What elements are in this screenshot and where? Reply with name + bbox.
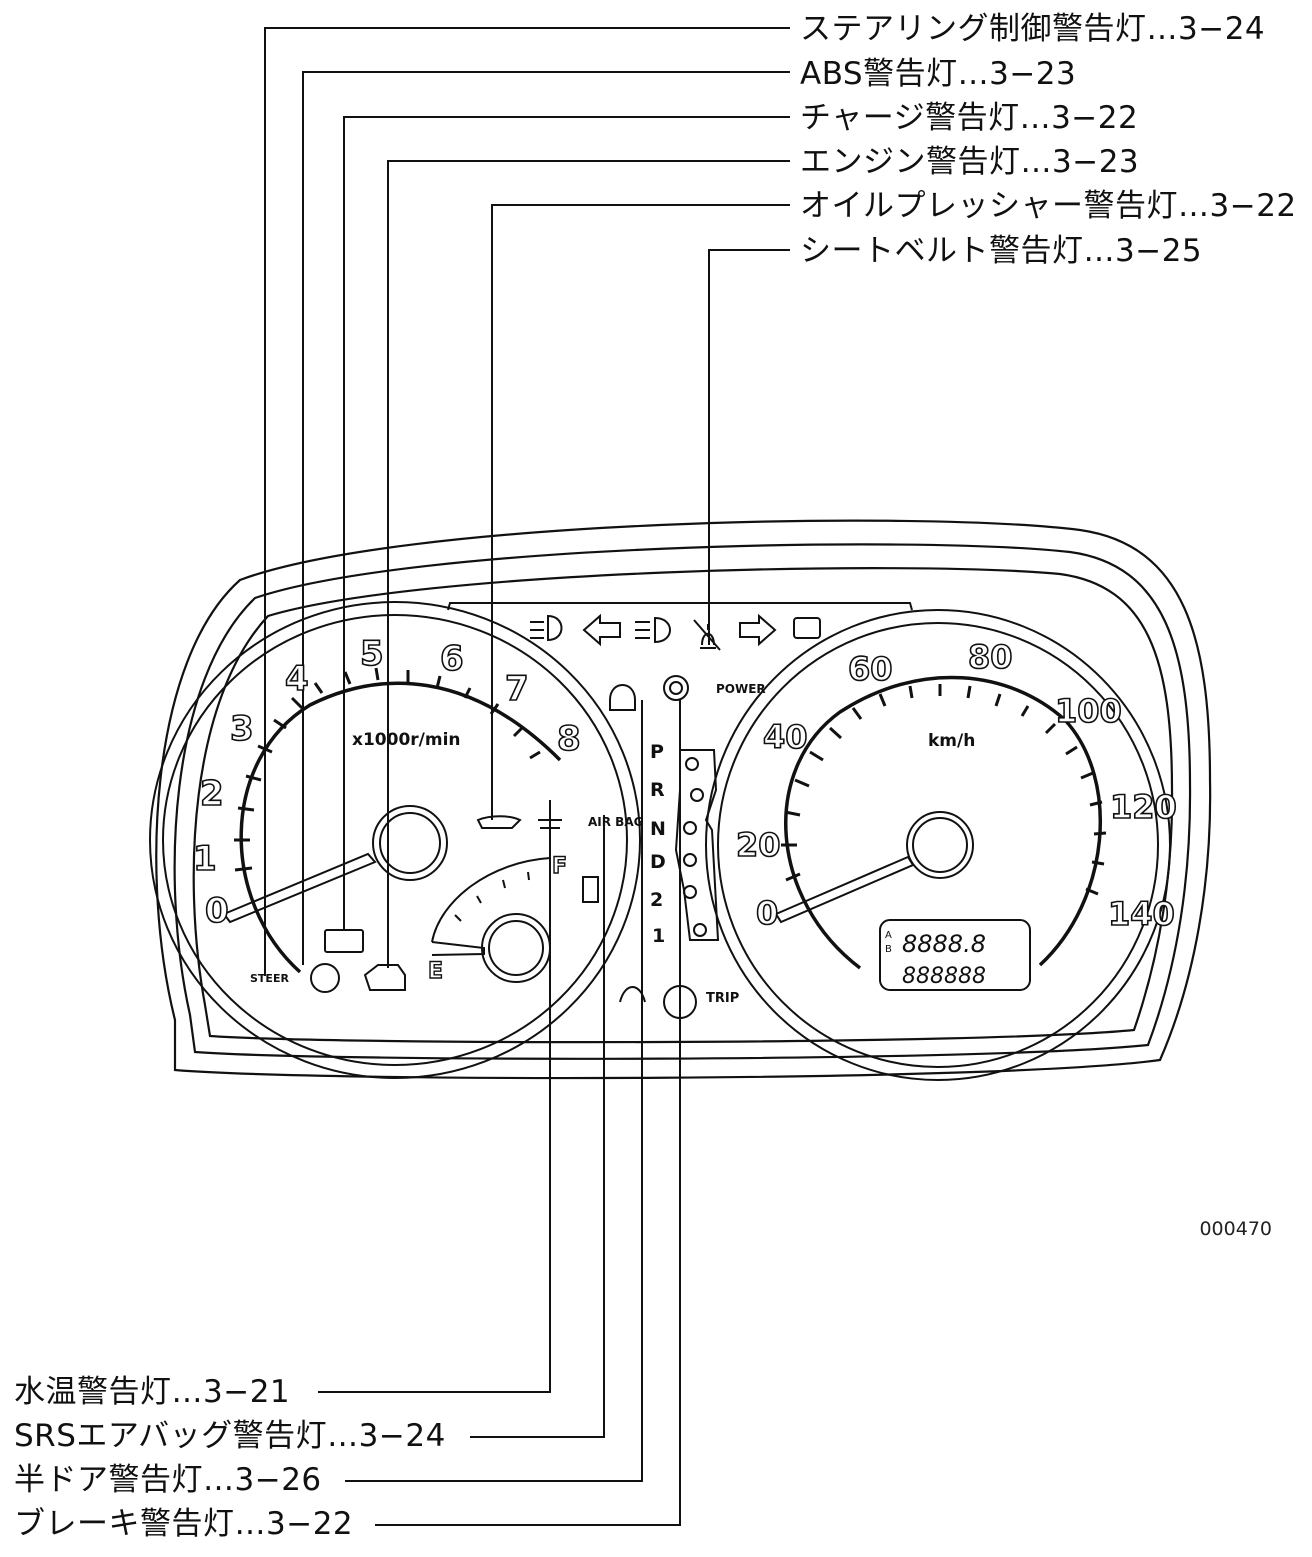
fog-light-icon [530,614,563,642]
tach-number-8: 8 [557,719,581,759]
tach-needle [223,852,377,924]
tach-number-1: 1 [193,839,217,879]
speed-dial-rim-inner [717,622,1159,1068]
gear-indicator-panel [674,749,720,941]
battery-icon [324,929,364,953]
fuel-pump-icon [582,876,599,903]
wiper-icon [619,986,646,1003]
trip-knob [663,985,697,1019]
seatbelt-icon [693,619,721,651]
tach-number-3: 3 [230,709,254,749]
tach-hub-outer [372,805,448,881]
odometer-display [879,919,1031,991]
speed-number-20: 20 [736,826,781,864]
tach-hub-inner [379,812,441,874]
fuel-hub-outer [481,913,551,983]
callout-charge: チャージ警告灯…3−22 [800,100,1139,136]
door-icon [609,684,636,711]
speed-number-100: 100 [1055,692,1122,730]
leader-brake [375,700,681,1526]
tach-number-7: 7 [505,669,529,709]
leader-door [345,700,643,1482]
fuel-needle [431,941,485,956]
speed-number-120: 120 [1110,788,1177,826]
speed-hub-inner [912,817,968,873]
gear-2: 2 [650,889,663,911]
fuel-hub-inner [488,920,544,976]
leader-water-temp [318,820,551,1393]
tach-scale-arc [239,681,562,974]
oil-icon [476,815,522,829]
speed-number-60: 60 [848,650,893,688]
speed-hub-outer [906,811,974,879]
trip-digits: 8888.8 [902,930,986,958]
steer-label: STEER [250,972,289,985]
indicator-strip [447,602,913,611]
fuel-full-label: F [552,854,567,879]
airbag-label: AIR BAG [588,815,643,829]
fuel-empty-label: E [428,959,443,984]
headlight-icon [635,616,671,644]
speed-number-140: 140 [1108,895,1175,933]
trip-a-label: A [885,930,892,941]
turn-right-arrow-icon [739,613,777,647]
callout-brake: ブレーキ警告灯…3−22 [14,1506,354,1542]
leader-steering [264,27,790,976]
odo-digits: 888888 [902,964,986,989]
leader-abs [302,71,790,965]
tach-number-4: 4 [285,659,309,699]
fuel-arc [431,857,551,943]
figure-id: 000470 [1199,1218,1272,1240]
speed-scale-arc [784,675,1103,970]
tach-number-0: 0 [205,891,229,931]
speed-unit-label: km/h [928,731,975,751]
tach-unit-label: x1000r/min [352,730,461,750]
housing-inner-1 [173,543,1192,1060]
leader-seatbelt [708,249,790,645]
tach-number-6: 6 [440,639,464,679]
tach-number-5: 5 [360,634,384,674]
speed-needle [775,855,915,924]
gear-n: N [650,818,666,840]
speed-number-40: 40 [763,718,808,756]
leader-srs-airbag [470,815,605,1438]
leader-oil [491,204,790,820]
turn-left-arrow-icon [582,613,621,647]
trip-label: TRIP [706,991,739,1006]
housing-outer [155,519,1212,1080]
power-label: POWER [716,682,766,696]
gear-p: P [650,741,664,763]
tach-number-2: 2 [200,774,224,814]
brake-icon [663,675,689,701]
tach-dial-rim-outer [149,601,641,1079]
speed-dial-rim-outer [705,609,1171,1081]
water-temp-icon [538,800,562,832]
abs-icon [310,963,340,993]
callout-abs: ABS警告灯…3−23 [800,56,1077,92]
callout-seatbelt: シートベルト警告灯…3−25 [800,233,1203,269]
callout-engine: エンジン警告灯…3−23 [800,144,1140,180]
callout-oil: オイルプレッシャー警告灯…3−22 [800,188,1297,224]
trip-b-label: B [885,944,892,955]
speed-number-0: 0 [756,894,778,932]
engine-icon [363,964,406,991]
callout-water-temp: 水温警告灯…3−21 [14,1374,291,1410]
housing-inner-2 [192,567,1174,1044]
callout-srs-airbag: SRSエアバッグ警告灯…3−24 [14,1418,446,1454]
speed-number-80: 80 [968,638,1013,676]
tach-dial-rim-inner [162,614,628,1066]
rear-defog-icon [793,617,821,639]
gear-r: R [650,779,665,801]
callout-door: 半ドア警告灯…3−26 [14,1462,322,1498]
leader-engine [387,160,790,968]
callout-steering: ステアリング制御警告灯…3−24 [800,11,1266,47]
gear-1: 1 [652,925,665,947]
leader-charge [343,116,790,930]
gear-d: D [650,851,666,873]
